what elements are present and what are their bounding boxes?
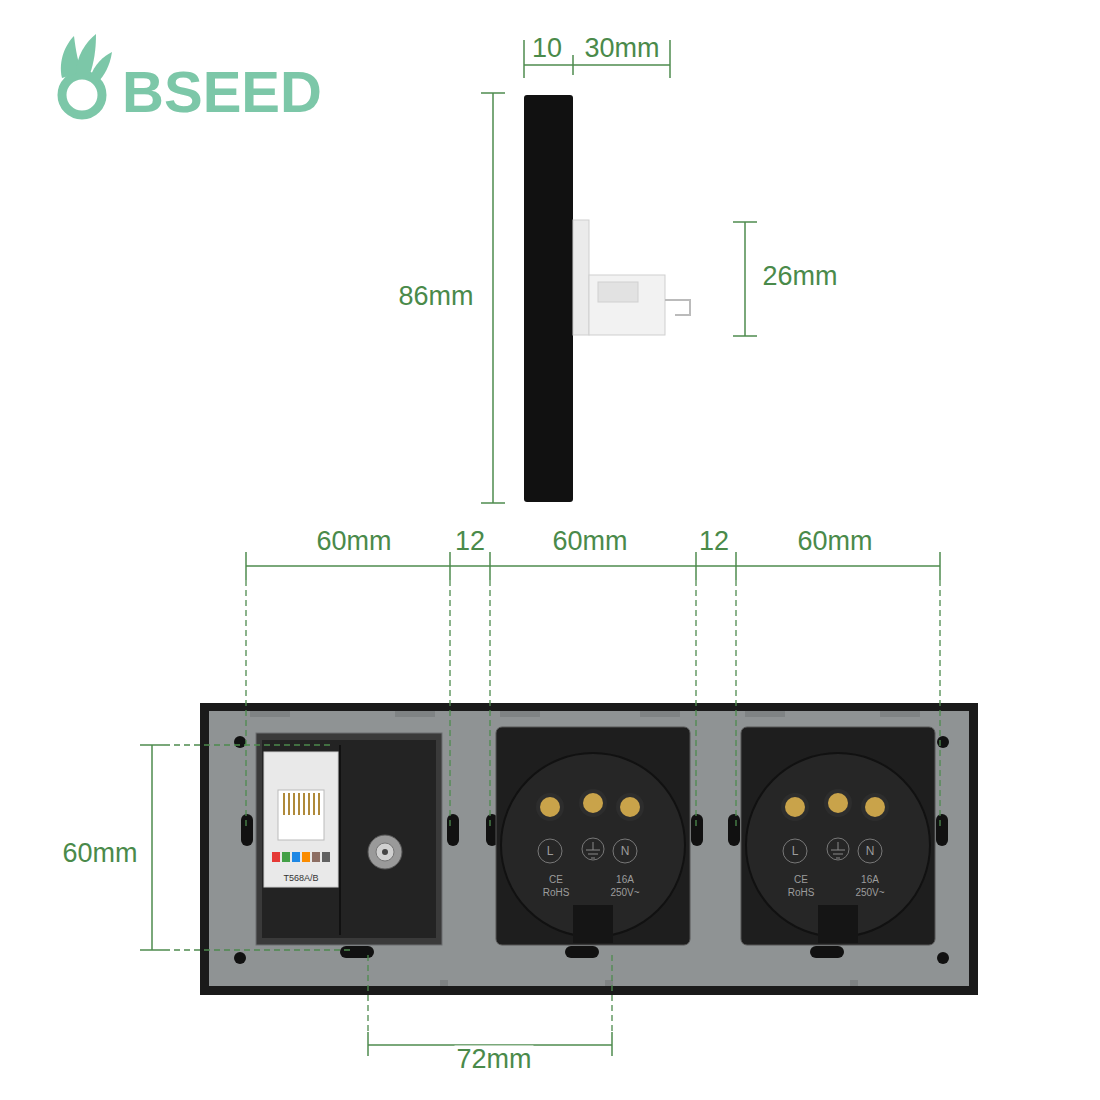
logo-text: BSEED	[122, 63, 322, 121]
mark-label: RoHS	[543, 888, 570, 898]
dimension-label: 60mm	[60, 840, 139, 867]
mark-label: CE	[794, 875, 808, 885]
logo-icon	[61, 34, 112, 115]
rating-label: 250V~	[855, 888, 884, 898]
terminal-label: L	[547, 845, 554, 857]
dimension-label: 60mm	[550, 528, 629, 555]
mark-label: CE	[549, 875, 563, 885]
extension-lines	[164, 580, 940, 1032]
rating-label: 16A	[861, 875, 879, 885]
dimension-label: 12	[453, 528, 487, 555]
socket-module	[741, 727, 935, 945]
dimension-label: 72mm	[454, 1046, 533, 1073]
dimension-label: 10	[530, 35, 564, 62]
dimension-label: 60mm	[795, 528, 874, 555]
rating-label: 16A	[616, 875, 634, 885]
rating-label: 250V~	[610, 888, 639, 898]
terminal-label: N	[621, 845, 630, 857]
front-panel	[200, 703, 978, 995]
dimension-lines	[140, 552, 940, 1056]
socket-module	[496, 727, 690, 945]
dimension-lines	[481, 40, 757, 503]
dimension-label: 12	[697, 528, 731, 555]
terminal-label: L	[792, 845, 799, 857]
terminal-label: N	[866, 845, 875, 857]
dimension-label: 86mm	[396, 283, 475, 310]
standard-label: T568A/B	[283, 874, 318, 883]
dimension-label: 60mm	[314, 528, 393, 555]
dimension-label: 30mm	[582, 35, 661, 62]
dimension-label: 26mm	[760, 263, 839, 290]
side-view	[524, 95, 690, 502]
mark-label: RoHS	[788, 888, 815, 898]
